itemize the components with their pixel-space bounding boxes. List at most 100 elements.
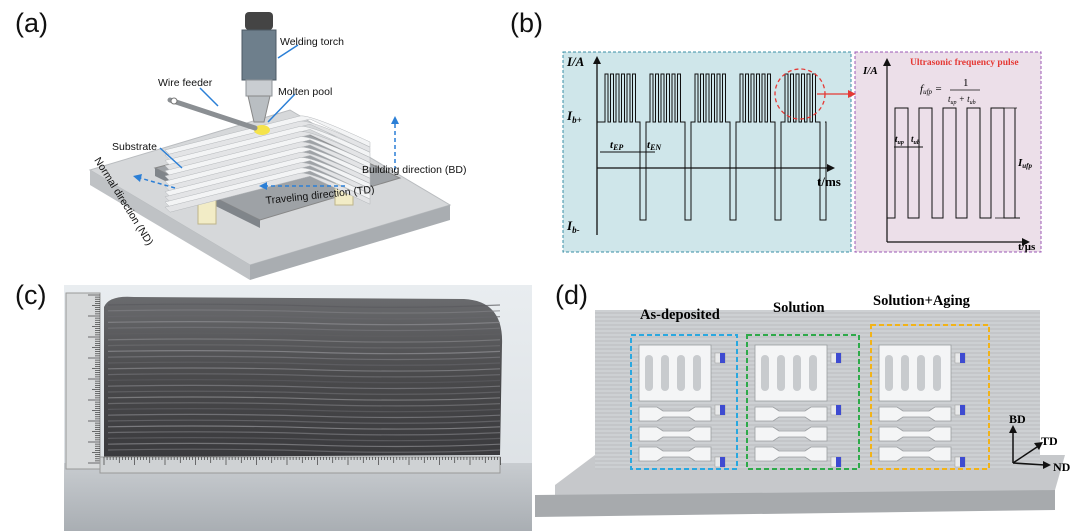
specimen-tensile — [878, 446, 952, 462]
specimen-tensile — [638, 446, 712, 462]
cube-marker — [960, 405, 965, 415]
label-welding-torch: Welding torch — [280, 36, 344, 48]
axis-bd-arrow — [1009, 425, 1017, 433]
arrow-welding-torch — [277, 44, 299, 59]
wall-streak — [107, 344, 501, 349]
panel-d-specimen-layout: As-deposited Solution Solution+Aging BD … — [535, 293, 1071, 517]
label-bd: BD — [1009, 412, 1026, 426]
wall-streak — [107, 402, 501, 407]
axis-td-arrow — [1034, 442, 1043, 450]
molten-pool — [254, 125, 270, 135]
label-eq-numer: 1 — [963, 77, 969, 89]
wall-streak — [107, 396, 501, 401]
arrow-substrate — [159, 147, 183, 169]
wall-layer — [164, 126, 371, 166]
substrate-3d-front — [535, 490, 1055, 517]
panel-a-waam-schematic: Welding torch Wire feeder Molten pool Su… — [88, 12, 466, 280]
torch-body — [241, 29, 277, 81]
wall-streak — [107, 425, 501, 430]
specimen-slot — [661, 355, 669, 391]
cube-marker — [836, 457, 841, 467]
wall-streak — [107, 384, 501, 390]
vertical-ruler-ticks — [88, 294, 100, 464]
wall-layer — [164, 157, 371, 197]
inset-x-axis-arrow — [1022, 238, 1030, 246]
nd-arrowhead — [133, 174, 142, 182]
torch-cap — [245, 12, 273, 30]
label-substrate: Substrate — [112, 141, 157, 153]
axis-nd-arrow — [1043, 461, 1051, 469]
inset-y-axis-arrow — [883, 58, 891, 66]
panel-label-b: (b) — [510, 8, 543, 38]
main-x-axis-arrow — [827, 164, 835, 172]
label-iufp: Iufp — [1017, 157, 1033, 170]
wall-layer — [164, 131, 371, 171]
horizontal-ruler-ticks — [103, 457, 501, 465]
cube-marker — [720, 405, 725, 415]
specimen-slot — [693, 355, 701, 391]
wall-streak — [107, 413, 501, 419]
label-td: TD — [1041, 434, 1058, 448]
wall-streak — [107, 350, 501, 355]
axis-nd — [1012, 462, 1046, 466]
wall-streak — [107, 326, 501, 332]
wall-streak — [107, 442, 501, 448]
wall-streak — [107, 379, 501, 384]
label-inset-x-axis: t/μs — [1018, 241, 1036, 253]
wall-texture — [107, 303, 501, 453]
box-as-deposited — [630, 334, 738, 470]
specimen-slot — [645, 355, 653, 391]
cube-marker — [836, 405, 841, 415]
label-solution: Solution — [773, 300, 825, 316]
specimen-tensile — [878, 406, 952, 422]
wall-streak — [107, 303, 501, 308]
specimen-tensile — [878, 426, 952, 442]
wall-layer — [164, 141, 371, 182]
cube-marker — [960, 353, 965, 363]
label-nd: ND — [1053, 460, 1071, 474]
label-eq-denom: tup + tub — [948, 94, 976, 106]
label-wire-feeder: Wire feeder — [158, 77, 213, 89]
box-solution — [746, 334, 860, 470]
base-plate-side-right — [250, 205, 450, 280]
cube-marker — [720, 457, 725, 467]
label-f-ufp: fufp = — [920, 83, 942, 96]
label-molten-pool: Molten pool — [278, 86, 332, 98]
wall-streak — [107, 309, 501, 314]
axis-td — [1012, 446, 1038, 464]
wall-streak — [107, 373, 501, 378]
wall-streak — [107, 361, 501, 366]
specimen-tensile — [638, 426, 712, 442]
wall-layer — [164, 167, 371, 208]
panel-b-waveform: I/A t/ms Ib+ Ib- tEP tEN Ultrasonic freq… — [562, 51, 1042, 253]
deposited-wall — [164, 115, 371, 213]
label-as-deposited: As-deposited — [640, 307, 720, 323]
specimen-tensile — [638, 406, 712, 422]
wall-streak — [107, 332, 501, 337]
wall-streak — [107, 448, 501, 453]
specimen-slot — [809, 355, 817, 391]
specimen-slot — [777, 355, 785, 391]
wall-streak — [107, 408, 501, 413]
wall-streak — [107, 390, 501, 395]
specimen-slot — [933, 355, 941, 391]
panel-c-photo — [64, 285, 532, 531]
wall-streak — [107, 431, 501, 436]
base-plate-photo — [64, 463, 532, 531]
cube-marker — [836, 353, 841, 363]
bd-arrowhead — [391, 116, 399, 124]
nd-arrow — [139, 177, 176, 189]
specimen-slot — [677, 355, 685, 391]
specimen-slot — [917, 355, 925, 391]
specimen-slot — [793, 355, 801, 391]
label-inset-title: Ultrasonic frequency pulse — [910, 58, 1019, 68]
panel-label-a: (a) — [15, 8, 48, 38]
label-building-direction: Building direction (BD) — [362, 164, 466, 176]
wall-streak — [107, 321, 501, 326]
torch-nozzle — [247, 95, 271, 123]
wire-feeder-tip — [170, 97, 178, 105]
torch-collar — [245, 79, 273, 97]
main-waveform — [597, 73, 827, 221]
wall-streak — [107, 367, 501, 372]
label-ib-minus: Ib- — [566, 218, 580, 235]
